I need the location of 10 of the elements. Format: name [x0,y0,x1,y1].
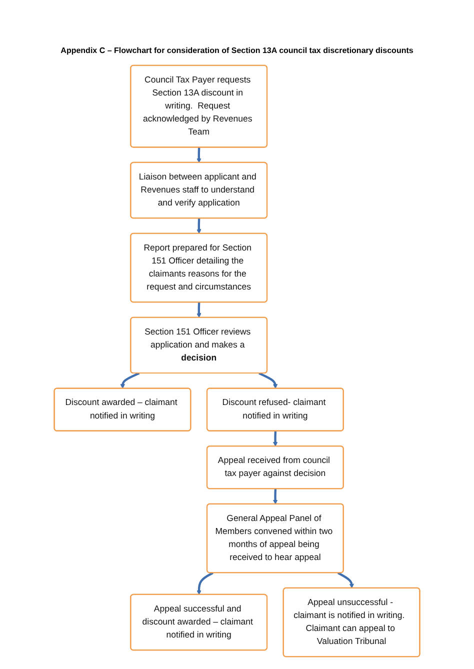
arrow [272,431,278,447]
arrow [272,488,278,504]
arrow [196,302,202,318]
arrow [337,572,354,588]
arrow [196,147,202,163]
arrow [196,218,202,234]
arrow [258,372,278,389]
arrow [196,572,214,595]
arrow [120,372,140,389]
diagram-title: Appendix C – Flowchart for consideration of Section 13A council tax discretionary discounts [60,46,414,55]
